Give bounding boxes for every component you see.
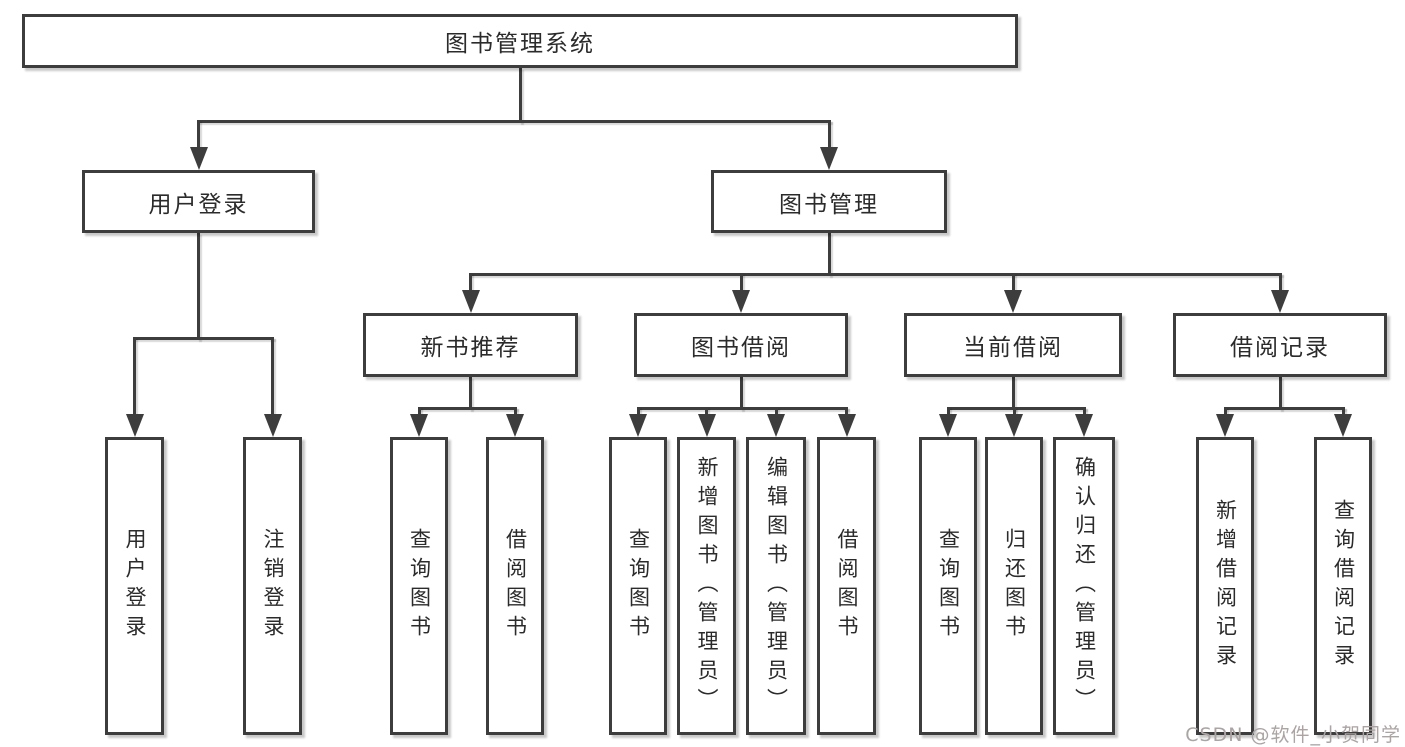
connector-line xyxy=(271,337,274,416)
arrowhead-icon xyxy=(837,414,856,437)
connector-line xyxy=(739,377,743,410)
connector-line xyxy=(1223,407,1345,410)
connector-line xyxy=(636,407,640,416)
node-nb_query: 查询图书 xyxy=(390,437,448,735)
arrowhead-icon xyxy=(263,414,282,437)
node-mgmt: 图书管理 xyxy=(711,170,947,233)
connector-line xyxy=(705,407,708,416)
node-newbook: 新书推荐 xyxy=(363,313,578,377)
connector-line xyxy=(417,407,517,410)
node-logout: 注销登录 xyxy=(243,437,302,735)
arrowhead-icon xyxy=(767,414,785,437)
connector-line xyxy=(1012,407,1016,416)
connector-line xyxy=(827,120,831,149)
node-records: 借阅记录 xyxy=(1173,313,1387,377)
arrowhead-icon xyxy=(125,414,144,437)
connector-line xyxy=(197,233,200,340)
arrowhead-icon xyxy=(629,414,647,437)
connector-line xyxy=(513,407,517,416)
connector-line xyxy=(1223,407,1227,416)
arrowhead-icon xyxy=(697,414,716,437)
connector-line xyxy=(774,407,778,416)
connector-line xyxy=(197,120,200,149)
connector-line xyxy=(518,68,522,123)
connector-line xyxy=(946,407,1086,410)
connector-line xyxy=(133,337,136,416)
arrowhead-icon xyxy=(1271,290,1289,313)
connector-line xyxy=(1278,377,1282,410)
connector-line xyxy=(827,233,831,276)
node-bw_borrow: 借阅图书 xyxy=(817,437,876,735)
connector-line xyxy=(1011,273,1015,292)
connector-line xyxy=(133,337,274,340)
node-bw_add: 新增图书（管理员） xyxy=(677,437,736,735)
arrowhead-icon xyxy=(939,414,957,437)
node-cur_return: 归还图书 xyxy=(985,437,1043,735)
node-rec_query: 查询借阅记录 xyxy=(1314,437,1372,735)
arrowhead-icon xyxy=(732,290,750,313)
connector-line xyxy=(1011,377,1015,410)
arrowhead-icon xyxy=(1334,414,1352,437)
connector-line xyxy=(739,273,743,292)
connector-line xyxy=(1341,407,1345,416)
node-login: 用户登录 xyxy=(82,170,315,233)
connector-line xyxy=(1082,407,1086,416)
arrowhead-icon xyxy=(189,147,208,170)
arrowhead-icon xyxy=(1216,414,1234,437)
node-bw_edit: 编辑图书（管理员） xyxy=(746,437,806,735)
node-cur_confirm: 确认归还（管理员） xyxy=(1053,437,1115,735)
connector-line xyxy=(417,407,421,416)
connector-line xyxy=(636,407,848,410)
node-current: 当前借阅 xyxy=(904,313,1122,377)
node-rec_add: 新增借阅记录 xyxy=(1196,437,1254,735)
arrowhead-icon xyxy=(1075,414,1093,437)
node-nb_borrow: 借阅图书 xyxy=(486,437,544,735)
node-cur_query: 查询图书 xyxy=(919,437,977,735)
node-root: 图书管理系统 xyxy=(22,14,1018,68)
arrowhead-icon xyxy=(1005,414,1023,437)
connector-line xyxy=(469,377,472,410)
connector-line xyxy=(469,273,472,292)
connector-line xyxy=(469,273,1282,276)
node-login_in: 用户登录 xyxy=(105,437,164,735)
node-borrow: 图书借阅 xyxy=(634,313,848,377)
connector-line xyxy=(946,407,950,416)
arrowhead-icon xyxy=(410,414,428,437)
connector-line xyxy=(845,407,848,416)
connector-line xyxy=(197,120,831,123)
connector-line xyxy=(1278,273,1282,292)
arrowhead-icon xyxy=(461,290,480,313)
node-bw_query: 查询图书 xyxy=(609,437,667,735)
arrowhead-icon xyxy=(820,147,838,170)
arrowhead-icon xyxy=(506,414,524,437)
arrowhead-icon xyxy=(1004,290,1022,313)
